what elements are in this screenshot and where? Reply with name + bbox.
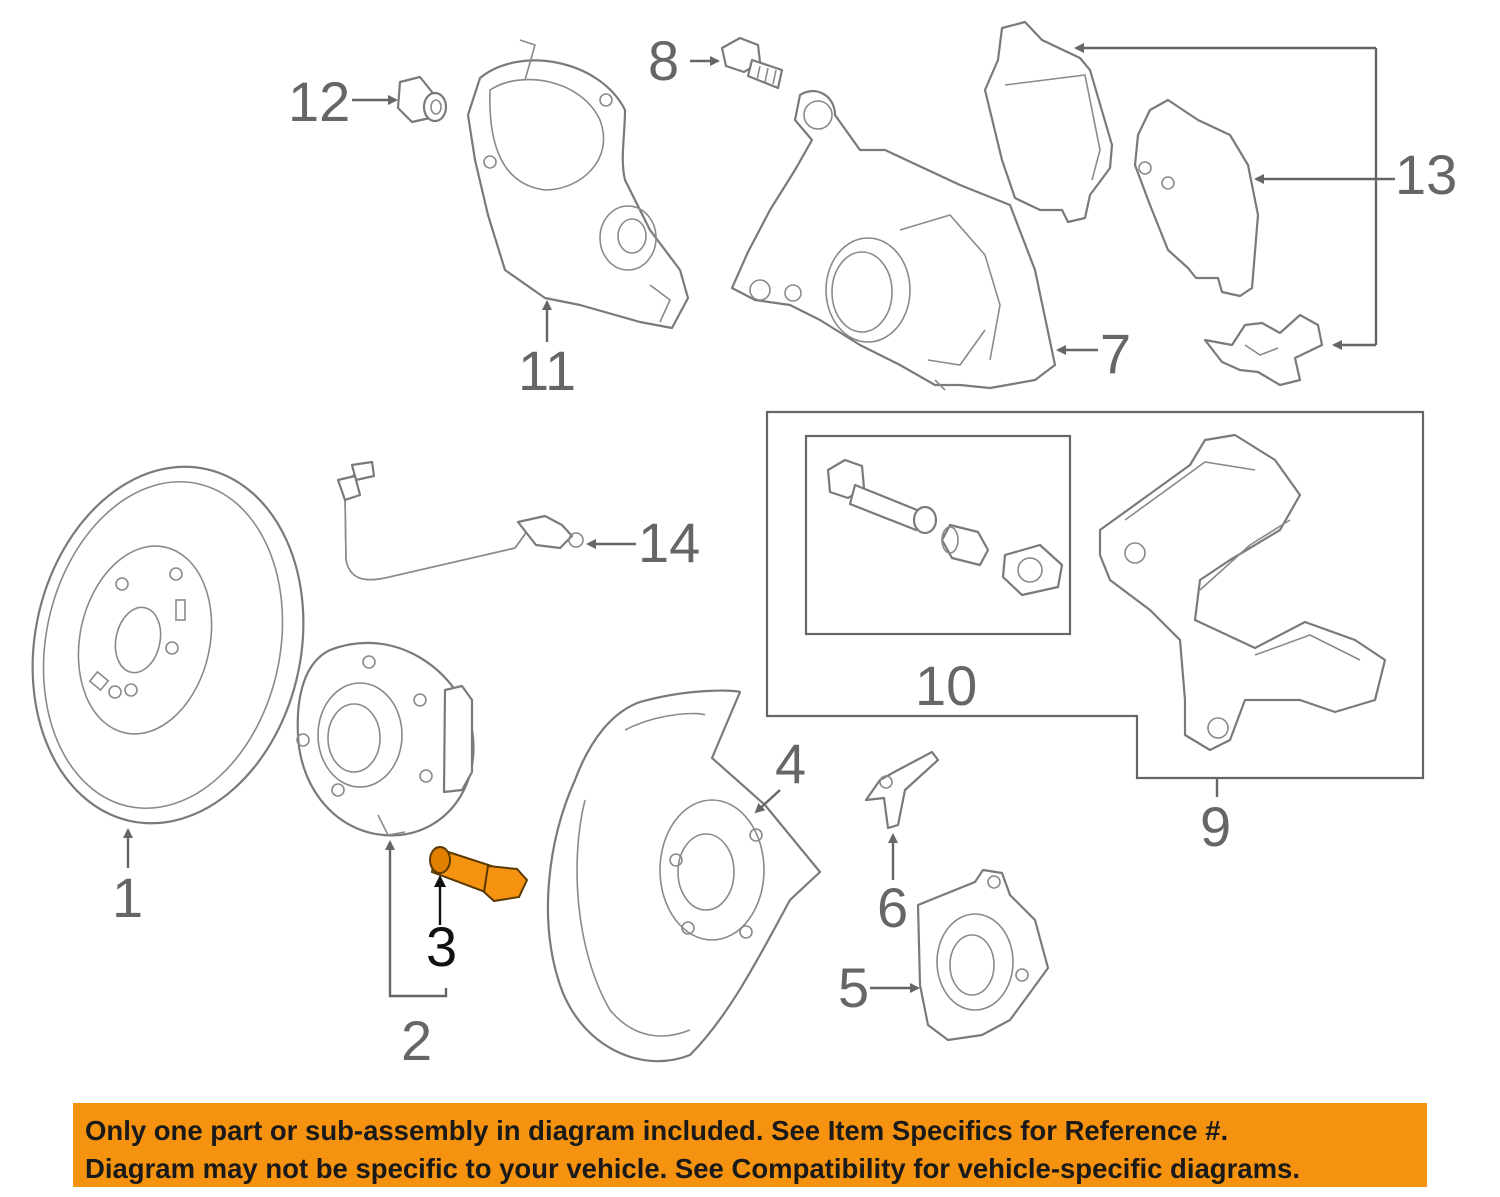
- part-9-caliper-bracket: [1098, 433, 1387, 752]
- callout-3: 3: [426, 915, 457, 978]
- callout-10: 10: [915, 654, 977, 717]
- callout-1: 1: [112, 866, 143, 929]
- callout-11: 11: [518, 339, 576, 402]
- part-14-brake-hose: [336, 460, 584, 581]
- part-9-group-box: [765, 410, 1425, 780]
- part-2-hub-bearing: [296, 641, 475, 837]
- leader-lines: [123, 43, 1395, 998]
- part-10-guide-pin-kit: [826, 458, 1064, 597]
- callout-2: 2: [401, 1009, 432, 1072]
- part-3-bolt-highlighted: [429, 846, 529, 903]
- callout-4: 4: [775, 732, 806, 795]
- callout-8: 8: [648, 29, 679, 92]
- callout-7: 7: [1100, 322, 1131, 385]
- callout-14: 14: [638, 511, 700, 574]
- part-1-brake-rotor: [31, 465, 305, 825]
- part-6-clip: [864, 750, 940, 830]
- callout-9: 9: [1200, 795, 1231, 858]
- part-12-bushing: [396, 75, 448, 124]
- part-7-caliper: [730, 89, 1057, 391]
- callout-6: 6: [877, 876, 908, 939]
- part-11-caliper-housing: [466, 39, 690, 330]
- part-4-splash-shield: [546, 689, 822, 1063]
- callout-13: 13: [1395, 143, 1457, 206]
- part-10-group-box: [804, 434, 1072, 636]
- disclaimer-banner: Only one part or sub-assembly in diagram…: [73, 1103, 1427, 1187]
- part-5-bracket: [916, 868, 1050, 1042]
- part-8-bolt: [720, 36, 784, 90]
- callout-5: 5: [838, 956, 869, 1019]
- disclaimer-line-2: Diagram may not be specific to your vehi…: [85, 1153, 1300, 1184]
- disclaimer-line-1: Only one part or sub-assembly in diagram…: [85, 1115, 1229, 1146]
- callout-12: 12: [288, 70, 350, 133]
- part-13-brake-pads: [983, 20, 1324, 387]
